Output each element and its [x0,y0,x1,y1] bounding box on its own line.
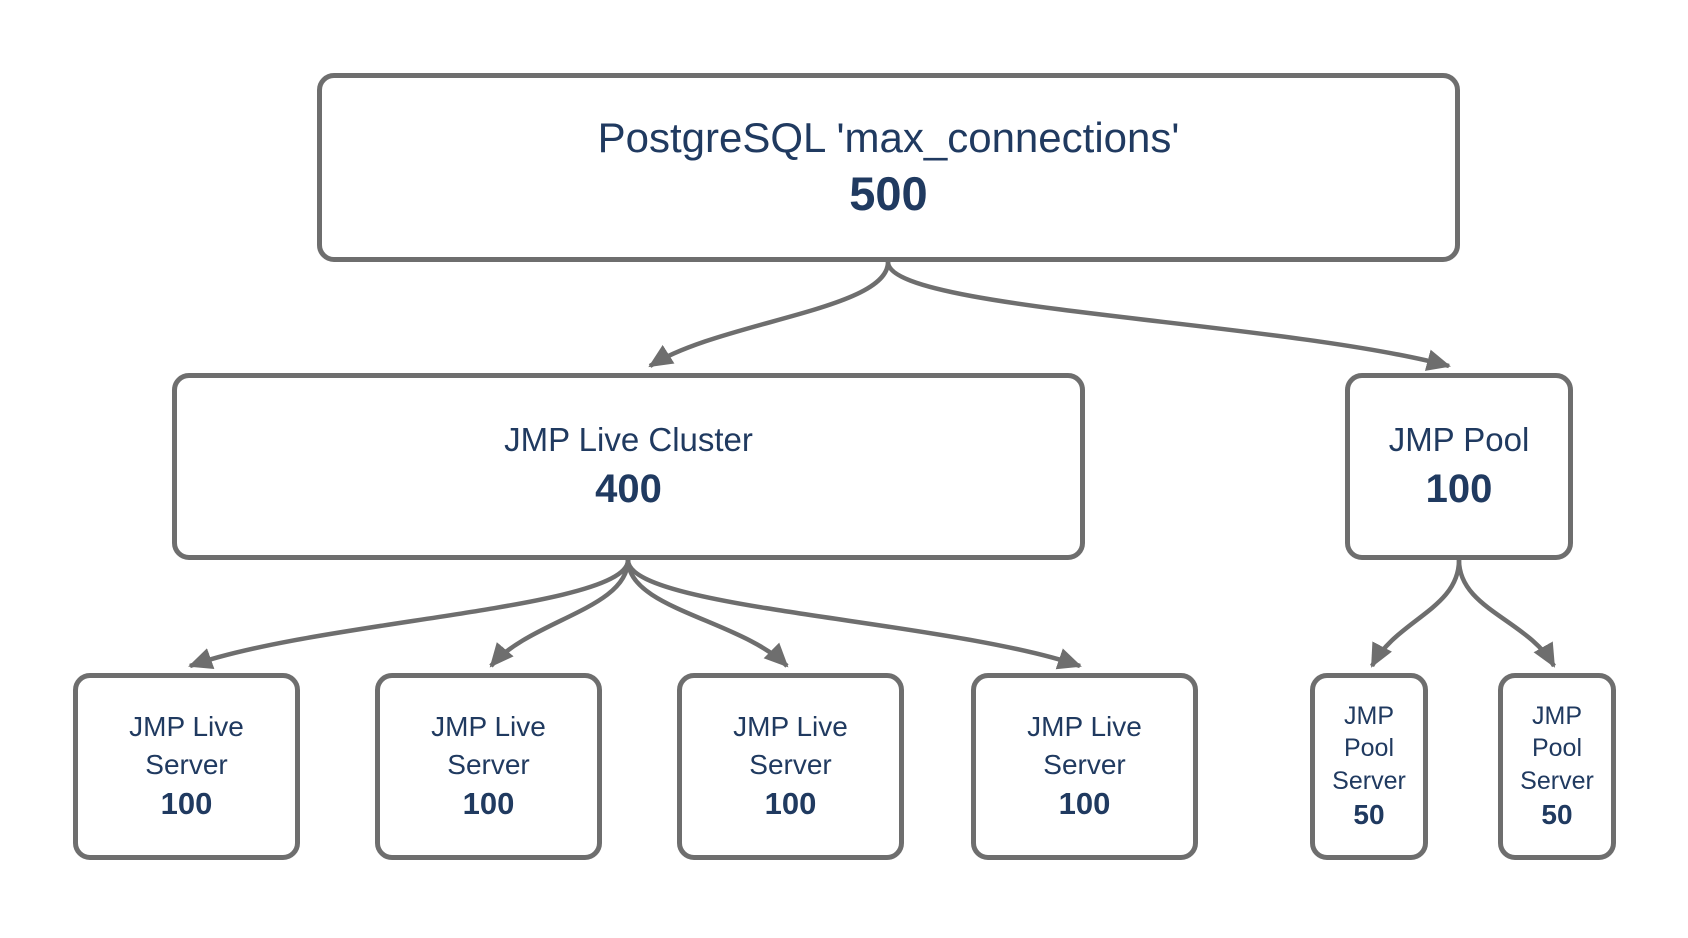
node-value: 100 [1425,466,1493,511]
edge-root-to-pool [885,261,1451,371]
node-postgresql-max-connections: PostgreSQL 'max_connections' 500 [317,73,1460,262]
node-label: PostgreSQL 'max_connections' [597,113,1180,161]
edge-cluster-to-live1 [188,559,631,669]
node-label: JMP Pool Server [1332,701,1406,795]
node-jmp-pool-server-2: JMP Pool Server 50 [1498,673,1616,860]
node-label: JMP Live Server [1027,710,1142,780]
node-jmp-pool-server-1: JMP Pool Server 50 [1310,673,1428,860]
node-value: 50 [1353,799,1385,831]
node-value: 400 [595,466,662,511]
edge-cluster-to-live4 [625,559,1082,670]
node-value: 100 [462,786,515,822]
node-label: JMP Live Cluster [504,421,753,459]
edge-root-to-cluster [648,261,891,368]
node-jmp-pool: JMP Pool 100 [1345,373,1573,560]
node-jmp-live-server-1: JMP Live Server 100 [73,673,300,860]
edge-cluster-to-live3 [625,559,789,668]
node-label: JMP Pool Server [1520,701,1594,795]
node-value: 100 [160,786,213,822]
node-jmp-live-server-4: JMP Live Server 100 [971,673,1198,860]
node-label: JMP Pool [1388,421,1530,459]
node-value: 50 [1541,799,1573,831]
edge-cluster-to-live2 [489,559,631,668]
node-label: JMP Live Server [733,710,848,780]
edge-pool-to-pools2 [1456,559,1556,668]
node-value: 100 [1058,786,1111,822]
node-value: 500 [849,167,928,221]
node-jmp-live-server-3: JMP Live Server 100 [677,673,904,860]
node-jmp-live-cluster: JMP Live Cluster 400 [172,373,1085,560]
edge-pool-to-pools1 [1370,559,1462,668]
node-value: 100 [764,786,817,822]
node-label: JMP Live Server [431,710,546,780]
node-jmp-live-server-2: JMP Live Server 100 [375,673,602,860]
node-label: JMP Live Server [129,710,244,780]
